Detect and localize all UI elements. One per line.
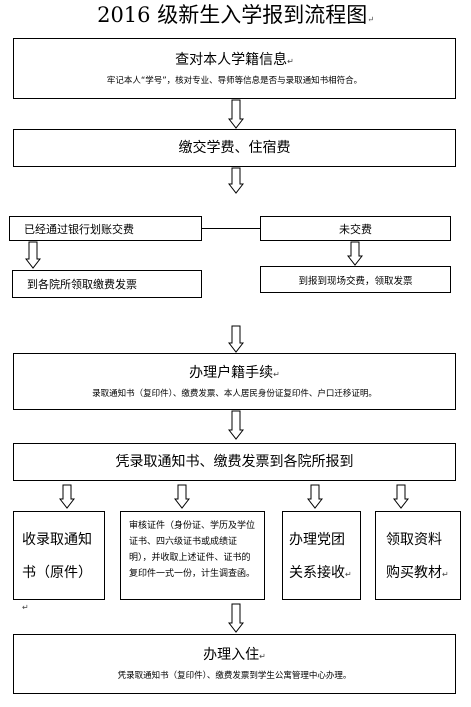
arrow-down-icon [393,484,409,509]
household-registration-box: 办理户籍手续↵ 录取通知书（复印件）、缴费发票、本人居民身份证复印件、户口迁移证… [13,353,456,410]
check-in-note: 凭录取通知书（复印件）、缴费发票到学生公寓管理中心办理。 [117,671,352,681]
check-in-title: 办理入住 [203,647,260,663]
verify-documents-text: 审核证件（身份证、学历及学位证书、四六级证书或成绩证明），并收取上述证件、证书的… [129,521,256,579]
paid-by-bank-label: 已经通过银行划账交费 [24,222,134,236]
arrow-down-icon [59,484,75,509]
collect-invoice-box: 到各院所领取缴费发票 [12,270,202,298]
receive-admission-letter-text: 收录取通知书（原件） [22,532,92,581]
pay-fees-title: 缴交学费、住宿费 [178,140,291,156]
pay-fees-box: 缴交学费、住宿费 [13,129,456,167]
arrow-down-icon [174,484,190,509]
receive-admission-letter-box: 收录取通知书（原件）↵ [13,511,105,612]
arrow-down-icon [25,241,41,269]
arrow-down-icon [307,484,323,509]
collect-invoice-label: 到各院所领取缴费发票 [27,278,137,291]
pay-onsite-label: 到报到现场交费，领取发票 [298,275,413,287]
report-to-institute-box: 凭录取通知书、缴费发票到各院所报到 [13,443,456,481]
arrow-down-icon [347,241,363,266]
branch-connector [202,228,260,229]
arrow-down-icon [228,99,244,129]
unpaid-box: 未交费 [260,216,451,241]
arrow-down-icon [228,410,244,440]
paid-by-bank-box: 已经通过银行划账交费 [9,216,202,241]
arrow-down-icon [228,325,244,353]
verify-info-note: 牢记本人“学号”，核对专业、导师等信息是否与录取通知书相符合。 [106,75,363,86]
verify-documents-box: 审核证件（身份证、学历及学位证书、四六级证书或成绩证明），并收取上述证件、证书的… [120,511,265,600]
page-title: 2016 级新生入学报到流程图↵ [97,3,374,27]
check-in-box: 办理入住↵ 凭录取通知书（复印件）、缴费发票到学生公寓管理中心办理。 [13,634,456,694]
arrow-down-icon [228,167,244,194]
unpaid-label: 未交费 [339,222,372,236]
materials-textbooks-text: 领取资料购买教材 [386,532,442,581]
verify-info-title: 查对本人学籍信息 [175,51,288,68]
arrow-down-icon [228,603,244,633]
verify-info-box: 查对本人学籍信息↵ 牢记本人“学号”，核对专业、导师等信息是否与录取通知书相符合… [13,38,456,99]
pay-onsite-box: 到报到现场交费，领取发票 [260,266,451,293]
materials-textbooks-box: 领取资料购买教材↵ [375,511,461,600]
household-registration-title: 办理户籍手续 [189,364,274,381]
party-league-transfer-text: 办理党团关系接收 [289,532,345,581]
household-registration-note: 录取通知书（复印件）、缴费发票、本人居民身份证复印件、户口迁移证明。 [92,388,377,399]
report-to-institute-title: 凭录取通知书、缴费发票到各院所报到 [115,454,354,470]
party-league-transfer-box: 办理党团关系接收↵ [282,511,361,600]
